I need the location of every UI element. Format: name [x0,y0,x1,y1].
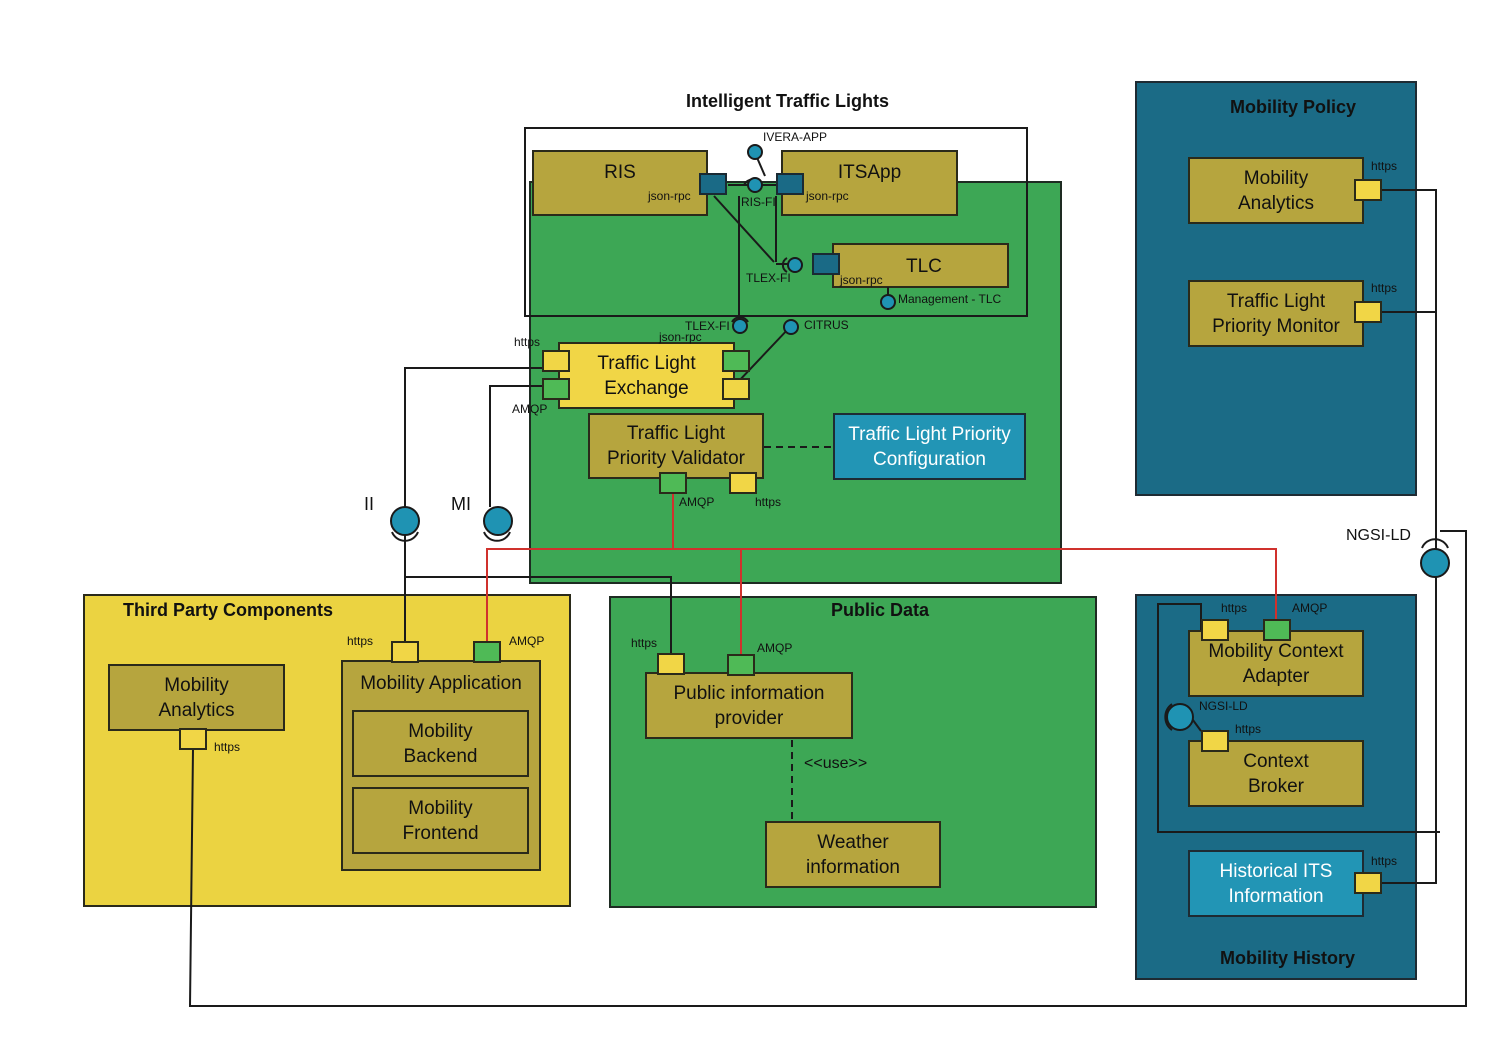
mp-analytics-https-label: https [1371,159,1398,173]
mp-mobility-analytics-component: Mobility Analytics [1188,157,1364,224]
mca-amqp-port [1263,619,1291,641]
tle-citrus-link [736,326,791,384]
tlex-fi-label: TLEX-FI [685,319,730,333]
pip-https-wire [405,576,672,653]
tlex-fi-interface-icon [732,318,748,334]
mobapp-https-port [391,641,419,663]
tle-mi-wire [489,385,544,507]
tle-ii-wire [404,367,544,507]
tl-priority-validator-component: Traffic Light Priority Validator [588,413,764,479]
tlex-fi-socket [731,316,749,323]
citrus-label: CITRUS [804,318,849,332]
tlc-json-rpc-port [812,253,840,275]
mca-broker-wire [1157,603,1440,833]
itl-title: Intelligent Traffic Lights [686,91,890,111]
pip-amqp-label: AMQP [757,641,793,655]
mobility-history-title: Mobility History [1220,948,1356,968]
mobapp-https-label: https [347,634,374,648]
ii-label: II [364,494,375,514]
tl-priority-configuration-component: Traffic Light Priority Configuration [833,413,1026,480]
tp-mobility-analytics-component: Mobility Analytics [108,664,285,731]
tlpv-https-label: https [755,495,782,509]
pip-amqp-port [727,654,755,676]
mi-socket [483,531,511,542]
itsapp-json-rpc-label: json-rpc [806,189,849,203]
third-party-title: Third Party Components [123,600,334,620]
ris-fi-label: RIS-FI [741,195,776,209]
mca-amqp-label: AMQP [1292,601,1328,615]
tle-https-label: https [514,335,541,349]
pip-https-port [657,653,685,675]
mobapp-amqp-port [473,641,501,663]
management-tlc-label: Management - TLC [898,292,1002,306]
broker-https-port [1201,730,1229,752]
tlc-component: TLC [832,243,1009,288]
ivera-app-label: IVERA-APP [763,130,828,144]
tp-analytics-ngsi-wire [188,530,1467,1007]
itsapp-component: ITSApp [781,150,958,216]
weather-information-component: Weather information [765,821,941,888]
historical-https-port [1354,872,1382,894]
pip-https-label: https [631,636,658,650]
tle-amqp-port [542,378,570,400]
ris-tlc-link [713,195,775,263]
broker-ngsi-socket [1164,703,1173,731]
mca-https-port [1201,619,1229,641]
tlpv-amqp-label: AMQP [679,495,715,509]
use-stereotype-label: <<use>> [804,755,868,772]
tle-json-rpc-port [722,350,750,372]
itl-core-frame [524,127,1028,317]
broker-ngsi-interface-icon [1166,703,1194,731]
mobility-context-adapter-component: Mobility Context Adapter [1188,630,1364,697]
mobility-backend-component: Mobility Backend [352,710,529,777]
management-tlc-interface-icon [880,294,896,310]
tp-analytics-https-label: https [214,740,241,754]
tlc-json-rpc-label: json-rpc [840,273,883,287]
tle-json-rpc-label: json-rpc [659,330,702,344]
public-information-provider-component: Public information provider [645,672,853,739]
mp-analytics-https-port [1354,179,1382,201]
mobility-policy-title: Mobility Policy [1230,97,1357,117]
traffic-light-exchange-component: Traffic Light Exchange [558,342,735,409]
tlpm-https-label: https [1371,281,1398,295]
mi-label: MI [451,494,471,514]
ris-fi-interface-icon [747,177,763,193]
tle-https-port [542,350,570,372]
tlpm-https-port [1354,301,1382,323]
ris-json-rpc-port [699,173,727,195]
amqp-bus-wire [486,548,1277,641]
tl-priority-monitor-component: Traffic Light Priority Monitor [1188,280,1364,347]
ngsi-ld-label: NGSI-LD [1346,527,1411,544]
ris-component: RIS [532,150,708,216]
tle-amqp-label: AMQP [512,402,548,416]
tlex-fi-itl-socket [781,257,788,273]
historical-https-label: https [1371,854,1398,868]
tlpv-https-port [729,472,757,494]
itsapp-json-rpc-port [776,173,804,195]
tle-citrus-port [722,378,750,400]
ii-socket [391,531,419,542]
tlpv-amqp-port [659,472,687,494]
mobapp-amqp-label: AMQP [509,634,545,648]
public-data-title: Public Data [831,600,930,620]
mi-interface-icon [483,506,513,536]
broker-ngsi-ld-label: NGSI-LD [1199,699,1248,713]
citrus-interface-icon [783,319,799,335]
historical-ngsi-wire [1382,574,1437,884]
tp-analytics-https-port [179,728,207,750]
ivera-app-interface-icon [747,144,763,160]
ngsi-ld-interface-icon [1420,548,1450,578]
ris-json-rpc-label: json-rpc [648,189,691,203]
tlex-fi-itl-interface-icon [787,257,803,273]
tlex-fi-itl-label: TLEX-FI [746,271,791,285]
mobility-frontend-component: Mobility Frontend [352,787,529,854]
mca-https-label: https [1221,601,1248,615]
ii-interface-icon [390,506,420,536]
ngsi-ld-socket [1421,538,1449,549]
historical-its-information-component: Historical ITS Information [1188,850,1364,917]
mp-analytics-ngsi-wire [1382,189,1437,550]
broker-https-label: https [1235,722,1262,736]
